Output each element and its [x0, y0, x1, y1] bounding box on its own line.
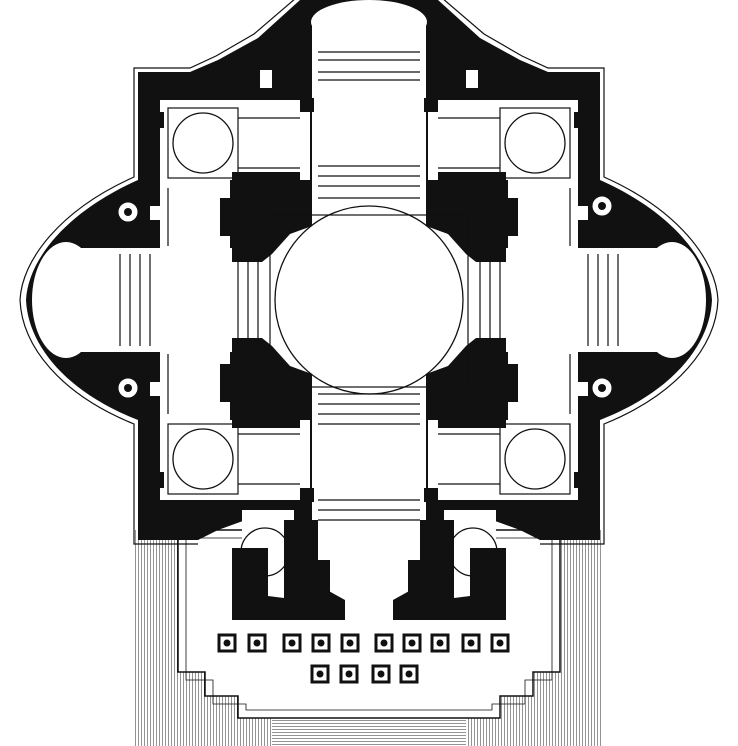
stair-core	[124, 384, 132, 392]
niche	[150, 206, 162, 220]
pier-block	[300, 98, 314, 112]
niche	[576, 206, 588, 220]
niche	[576, 382, 588, 396]
niche	[70, 290, 80, 310]
portico-column-shaft	[223, 639, 231, 647]
portico-column-shaft	[346, 639, 354, 647]
west-apse	[32, 242, 100, 358]
sw-chapel-frame	[167, 423, 239, 495]
nw-chapel-frame	[167, 107, 239, 179]
central-dome	[274, 205, 464, 395]
minor-piers	[128, 66, 610, 620]
portico-column-shaft	[288, 639, 296, 647]
corner-dome-ne	[504, 112, 566, 174]
south-mass-center-left	[284, 520, 345, 620]
pier-block	[574, 472, 588, 488]
spiral-stairs	[115, 193, 615, 401]
pier-ne	[426, 172, 518, 262]
crossing-piers	[220, 172, 518, 428]
portico-column-shaft	[408, 639, 416, 647]
pier-nw	[220, 172, 312, 262]
niche	[466, 70, 478, 88]
south-arm	[312, 370, 426, 560]
south-mass-right	[438, 548, 506, 620]
pier-block	[424, 488, 438, 502]
ne-passage	[508, 178, 578, 248]
pier-block	[574, 112, 588, 128]
corner-dome-nw	[172, 112, 234, 174]
nw-passage	[160, 178, 230, 248]
south-mass-left	[232, 548, 300, 620]
crossing-frame	[269, 214, 469, 388]
portico-column-shaft	[380, 639, 388, 647]
niche	[150, 382, 162, 396]
ne-chapel-frame	[499, 107, 571, 179]
stair-core	[124, 208, 132, 216]
portico-columns	[217, 633, 510, 684]
portico-column-shaft	[317, 639, 325, 647]
pier-block	[150, 112, 164, 128]
stair-core	[598, 202, 606, 210]
steps-right-hatch	[466, 530, 603, 746]
pier-sw	[220, 338, 312, 428]
portico-column-shaft	[436, 639, 444, 647]
north-arm	[312, 20, 426, 240]
corner-dome-sw	[172, 428, 234, 490]
sw-chapel	[160, 420, 310, 500]
se-passage	[508, 352, 578, 422]
se-chapel	[428, 420, 578, 500]
steps-bottom-hatch	[272, 718, 466, 746]
portico-column-shaft	[496, 639, 504, 647]
vestibule-dome-se	[448, 527, 498, 577]
niche	[658, 290, 668, 310]
sw-passage	[160, 352, 230, 422]
pier-block	[424, 98, 438, 112]
step-line-1	[185, 537, 553, 711]
portico-column-shaft	[405, 670, 413, 678]
portico-column-shaft	[316, 670, 324, 678]
south-mass-center-right	[393, 520, 454, 620]
outer-edge-line	[19, 0, 295, 545]
interior-space	[32, 0, 706, 620]
portico-column-shaft	[345, 670, 353, 678]
corner-dome-se	[504, 428, 566, 490]
north-apse	[311, 0, 427, 44]
domes	[172, 112, 566, 577]
pier-block	[150, 472, 164, 488]
crossing	[270, 215, 468, 387]
stair-core	[598, 384, 606, 392]
outline-lines	[19, 0, 719, 545]
portico-column-shaft	[467, 639, 475, 647]
vestibule-dome-sw	[240, 527, 290, 577]
portico-column-shaft	[377, 670, 385, 678]
east-apse	[638, 242, 706, 358]
niche	[260, 70, 272, 88]
steps-left-hatch	[135, 530, 272, 746]
pier-block	[300, 488, 314, 502]
wall-niches	[70, 70, 668, 396]
portico-column-shaft	[253, 639, 261, 647]
se-chapel-frame	[499, 423, 571, 495]
pier-block	[592, 210, 610, 246]
outer-edge-line	[443, 0, 719, 545]
pier-se	[426, 338, 518, 428]
